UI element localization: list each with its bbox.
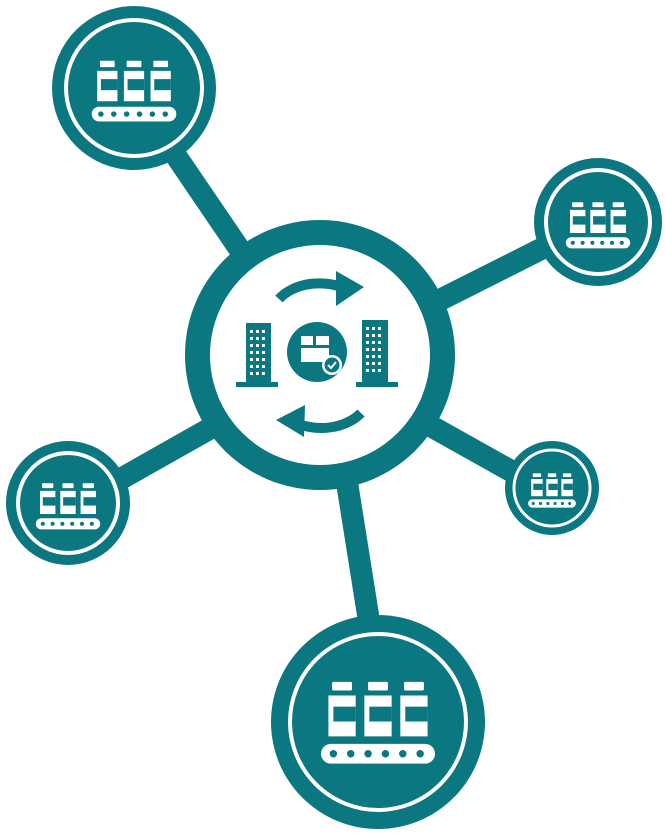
building-left-icon xyxy=(236,323,278,387)
node-top-left xyxy=(52,6,216,170)
node-right-upper xyxy=(534,158,662,286)
connector-bottom xyxy=(334,468,383,642)
package-check-icon xyxy=(287,322,347,382)
connector-left-lower xyxy=(104,410,231,495)
node-right-lower xyxy=(505,441,599,535)
building-right-icon xyxy=(356,320,398,387)
node-bottom xyxy=(271,615,485,829)
node-left-lower xyxy=(6,441,130,565)
connector-right-lower xyxy=(414,410,526,486)
hub-node xyxy=(185,220,455,490)
